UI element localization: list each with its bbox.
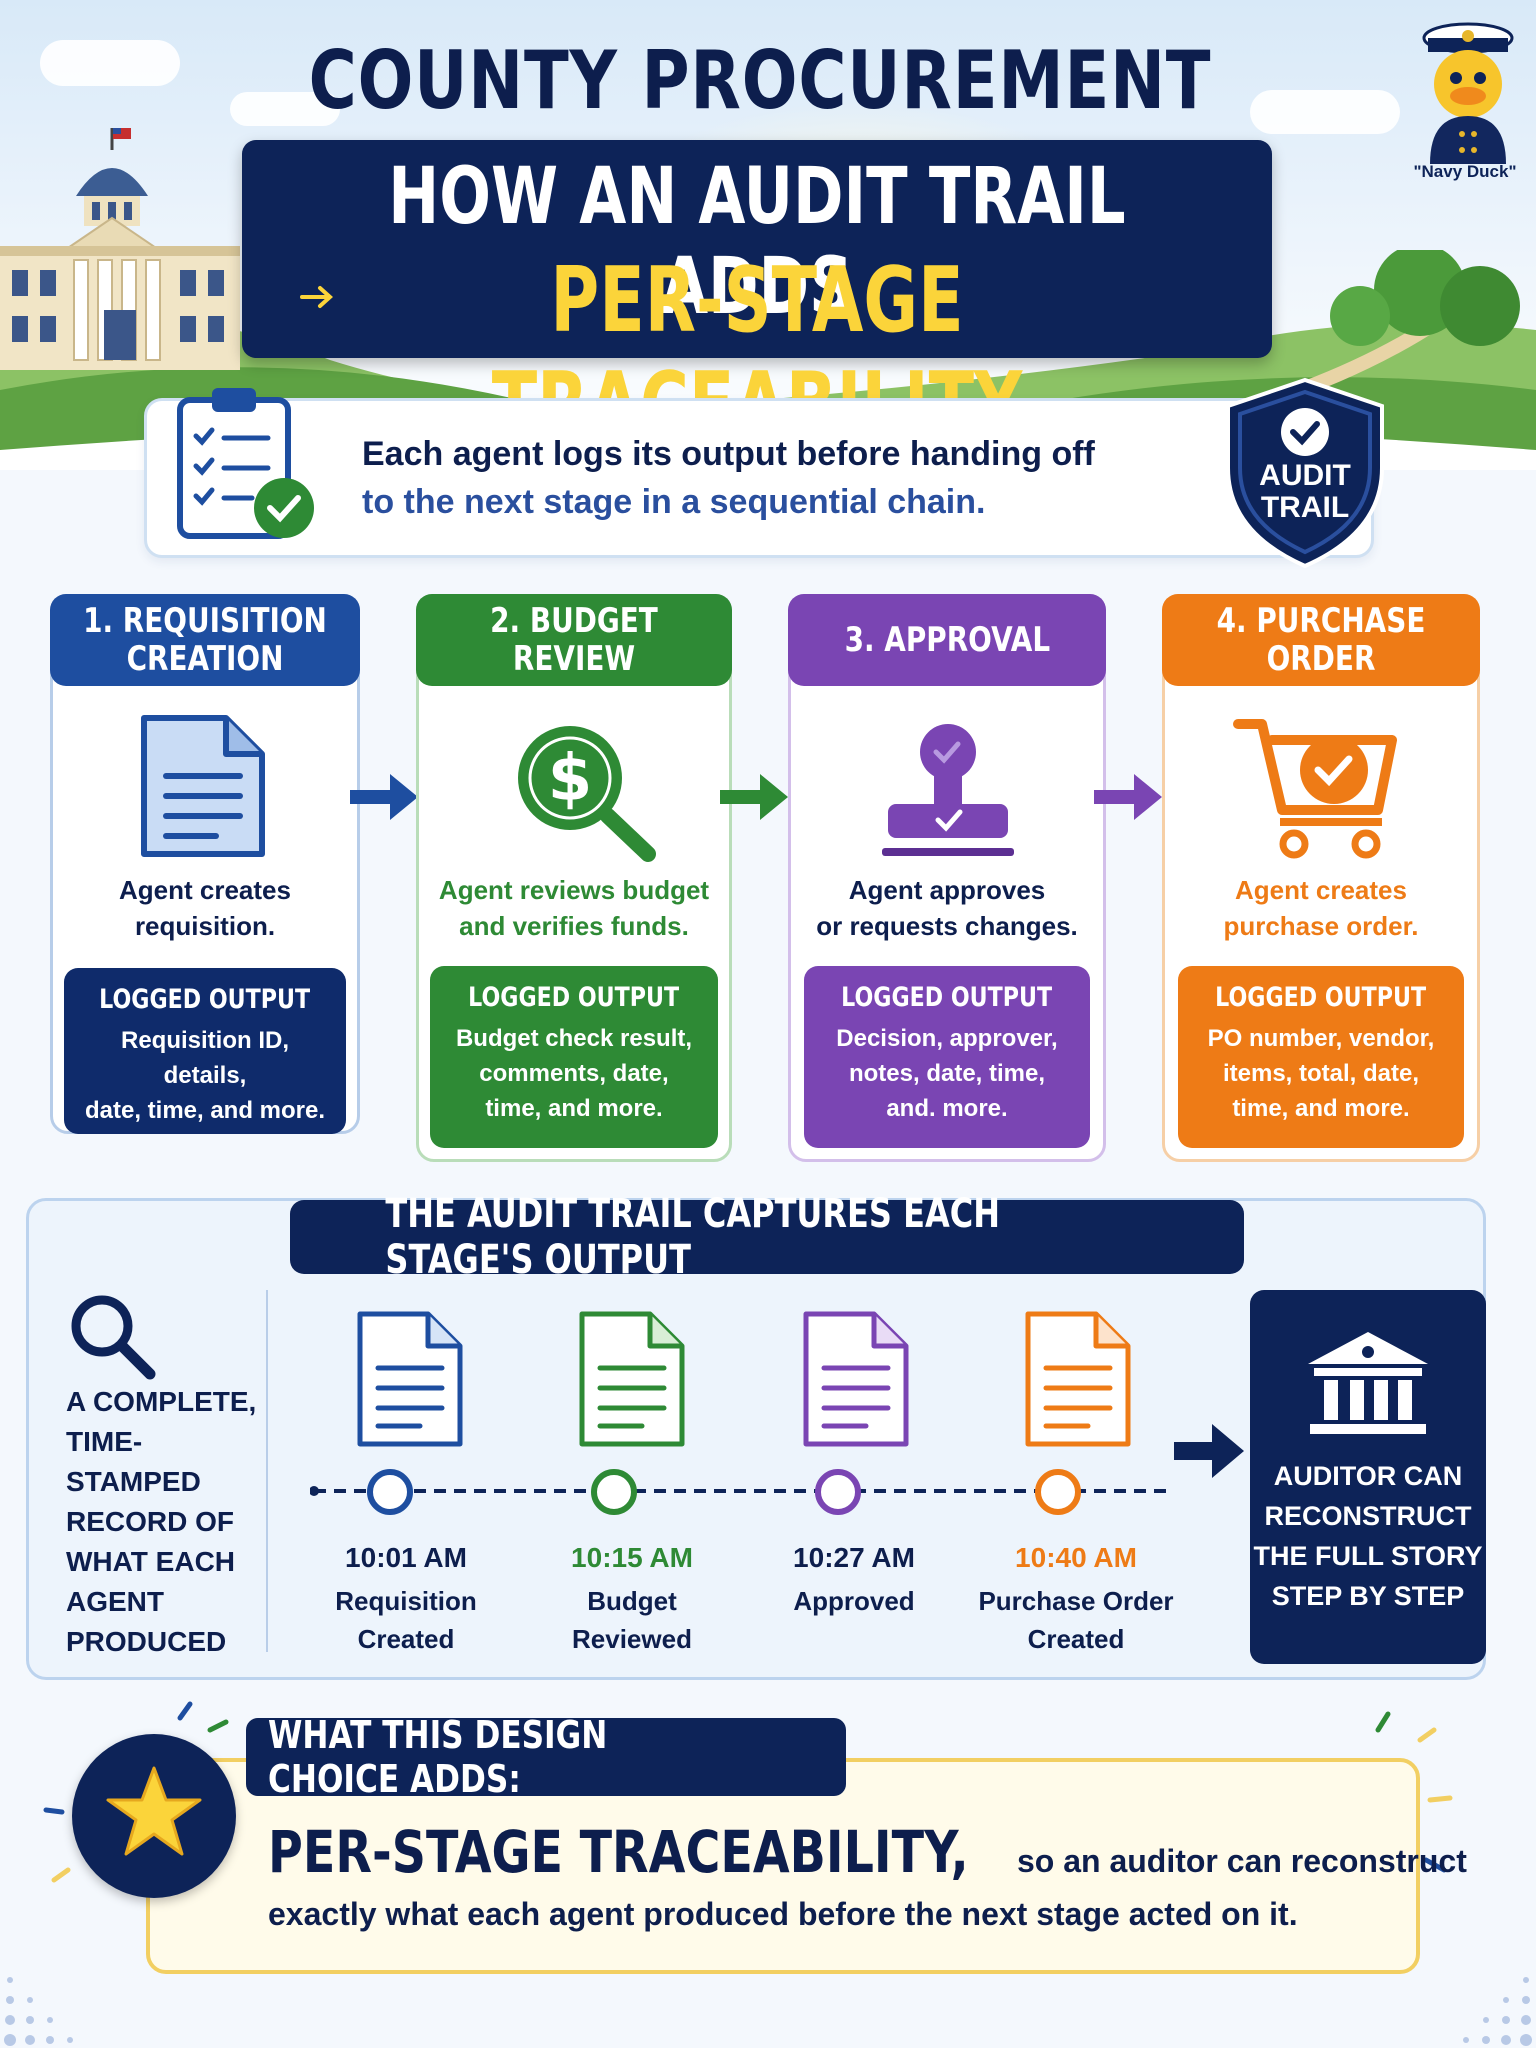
arrow-right-icon xyxy=(300,286,333,308)
stage-title-budget: 2. BUDGET REVIEW xyxy=(416,594,732,686)
stage-title-approval: 3. APPROVAL xyxy=(788,594,1106,686)
logged-output-purchase-order: LOGGED OUTPUT PO number, vendor,items, t… xyxy=(1178,966,1464,1148)
halftone-decoration xyxy=(1463,1977,1532,2046)
logged-output-budget: LOGGED OUTPUT Budget check result,commen… xyxy=(430,966,718,1148)
event-time: 10:15 AM xyxy=(571,1542,693,1573)
approval-stamp-icon xyxy=(882,724,1014,856)
document-icon xyxy=(803,1311,909,1447)
audit-trail-heading: THE AUDIT TRAIL CAPTURES EACH STAGE'S OU… xyxy=(290,1191,1244,1283)
traceability-emphasis: PER-STAGE TRACEABILITY, xyxy=(268,1818,969,1886)
audit-trail-panel xyxy=(26,1198,1486,1680)
event-time: 10:01 AM xyxy=(345,1542,467,1573)
cloud xyxy=(230,92,340,126)
title-banner xyxy=(242,140,1272,358)
courthouse-building-icon xyxy=(0,128,240,370)
halftone-decoration xyxy=(4,1977,73,2046)
design-choice-line-2: exactly what each agent produced before … xyxy=(268,1896,1298,1932)
cloud xyxy=(40,40,180,86)
timeline-node xyxy=(1035,1469,1081,1515)
logged-output-requisition: LOGGED OUTPUT Requisition ID, details,da… xyxy=(64,968,346,1134)
document-icon xyxy=(141,715,265,857)
design-choice-tag: WHAT THIS DESIGN CHOICE ADDS: xyxy=(246,1713,846,1801)
document-icon xyxy=(579,1311,685,1447)
event-time: 10:40 AM xyxy=(1015,1542,1137,1573)
sparkle-decoration xyxy=(1375,1711,1453,1873)
banner-line-1: HOW AN AUDIT TRAIL ADDS xyxy=(388,152,1126,332)
stage-title-requisition: 1. REQUISITION CREATION xyxy=(50,594,360,686)
intro-line-2: to the next stage in a sequential chain. xyxy=(362,483,986,521)
clipboard-checklist-icon xyxy=(177,388,314,539)
event-time: 10:27 AM xyxy=(793,1542,915,1573)
bank-building-icon xyxy=(1308,1332,1428,1434)
complete-record-text: A COMPLETE, TIME-STAMPED RECORD OF WHAT … xyxy=(66,1386,257,1657)
design-choice-line-1-rest: so an auditor can reconstruct xyxy=(1016,1843,1467,1879)
arrow-right-icon xyxy=(1174,1424,1244,1478)
logged-output-approval: LOGGED OUTPUT Decision, approver,notes, … xyxy=(804,966,1090,1148)
intro-text: Each agent logs its output before handin… xyxy=(362,430,1182,526)
cloud xyxy=(1250,90,1400,134)
timeline-line xyxy=(310,1486,1166,1496)
arrow-right-icon xyxy=(350,774,418,820)
audit-trail-badge-text: AUDIT TRAIL xyxy=(1259,459,1351,524)
timeline-node xyxy=(367,1469,413,1515)
stage-title-purchase-order: 4. PURCHASE ORDER xyxy=(1162,594,1480,686)
arrow-right-icon xyxy=(1094,774,1162,820)
auditor-text: AUDITOR CAN RECONSTRUCT THE FULL STORY S… xyxy=(1253,1461,1483,1611)
document-icon xyxy=(1025,1311,1131,1447)
audit-trail-shield-icon xyxy=(1226,377,1384,569)
cart-check-icon xyxy=(1233,719,1397,859)
document-icon xyxy=(357,1311,463,1447)
timeline-node xyxy=(815,1469,861,1515)
event-label: Approved xyxy=(793,1586,915,1616)
dollar-magnifier-icon: $ xyxy=(518,726,656,862)
navy-duck-mascot-icon xyxy=(1422,22,1514,164)
magnifier-icon xyxy=(71,1295,156,1380)
timeline-node xyxy=(591,1469,637,1515)
intro-line-1: Each agent logs its output before handin… xyxy=(362,435,1095,473)
design-choice-line-1: PER-STAGE TRACEABILITY, so an auditor ca… xyxy=(268,1818,1467,1886)
arrow-right-icon xyxy=(720,774,788,820)
svg-text:$: $ xyxy=(548,742,593,816)
panel-divider xyxy=(266,1290,268,1652)
star-icon xyxy=(106,1766,202,1856)
mascot-label: "Navy Duck" xyxy=(1413,162,1517,181)
sparkle-decoration xyxy=(43,1701,229,1883)
